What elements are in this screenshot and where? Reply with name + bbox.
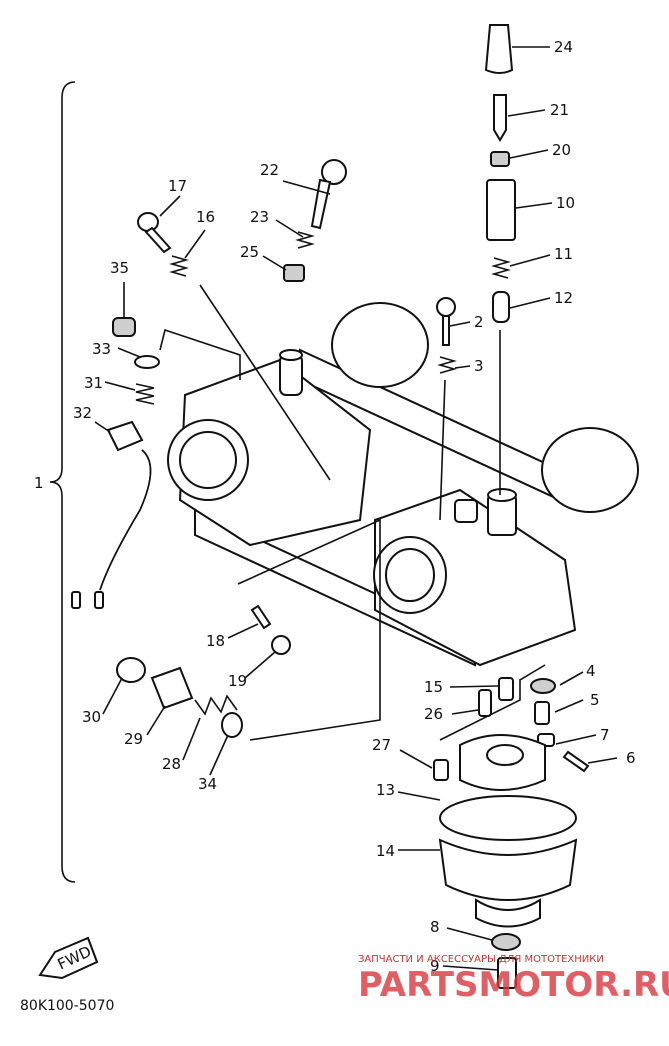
callout-5: 5	[590, 691, 600, 709]
fwd-arrow	[38, 936, 99, 980]
callout-32: 32	[73, 404, 92, 422]
callout-3: 3	[474, 357, 484, 375]
parts	[38, 24, 590, 989]
callout-18: 18	[206, 632, 225, 650]
sleeve-10	[486, 179, 516, 241]
watermark-logo: PARTSMOTOR.RU	[358, 965, 669, 1005]
callout-22: 22	[260, 161, 279, 179]
bowl-14	[438, 838, 578, 901]
callout-35: 35	[110, 259, 129, 277]
washer-8	[491, 933, 521, 951]
pin-6	[562, 750, 590, 773]
screw-22-head	[321, 159, 347, 185]
needle-21	[493, 94, 507, 142]
cap-24	[484, 24, 514, 74]
callout-12: 12	[554, 289, 573, 307]
callout-23: 23	[250, 208, 269, 226]
callout-1: 1	[34, 474, 44, 492]
callout-27: 27	[372, 736, 391, 754]
spring-16	[169, 255, 189, 277]
screw-4	[530, 678, 556, 694]
callout-31: 31	[84, 374, 103, 392]
callout-11: 11	[554, 245, 573, 263]
leader-lines	[94, 46, 618, 971]
screw-27	[433, 759, 449, 781]
callout-16: 16	[196, 208, 215, 226]
callout-4: 4	[586, 662, 596, 680]
callout-19: 19	[228, 672, 247, 690]
cap-35	[112, 317, 136, 337]
washer-33	[134, 355, 160, 369]
callout-21: 21	[550, 101, 569, 119]
callout-24: 24	[554, 38, 573, 56]
callout-20: 20	[552, 141, 571, 159]
screw-9	[497, 957, 517, 989]
callout-8: 8	[430, 918, 440, 936]
piece-29	[150, 666, 194, 710]
callout-34: 34	[198, 775, 217, 793]
carburetor-body	[167, 302, 639, 667]
spring-11	[491, 257, 511, 279]
callout-17: 17	[168, 177, 187, 195]
watermark-caption: ЗАПЧАСТИ И АКСЕССУАРЫ ДЛЯ МОТОТЕХНИКИ	[358, 954, 604, 965]
washer-34	[221, 712, 243, 738]
callout-26: 26	[424, 705, 443, 723]
callout-15: 15	[424, 678, 443, 696]
jet-26	[478, 689, 492, 717]
callout-labels: 24 21 20 10 11 12 2 3 22 23 25 17 16 35 …	[34, 38, 636, 975]
watermark: ЗАПЧАСТИ И АКСЕССУАРЫ ДЛЯ МОТОТЕХНИКИ PA…	[358, 954, 669, 1005]
callout-14: 14	[376, 842, 395, 860]
drawing-code: 80K100-5070	[20, 998, 114, 1014]
callout-9: 9	[430, 957, 440, 975]
nut-20	[490, 151, 510, 167]
pin-18	[250, 604, 272, 630]
fitting-32	[106, 420, 144, 452]
washer-19	[271, 635, 291, 655]
callout-33: 33	[92, 340, 111, 358]
callout-29: 29	[124, 730, 143, 748]
callout-25: 25	[240, 243, 259, 261]
screw-2-head	[436, 297, 456, 317]
spring-23	[295, 231, 315, 249]
spring-3	[437, 356, 457, 374]
callout-2: 2	[474, 313, 484, 331]
pin-12	[492, 291, 510, 323]
piece-30	[116, 657, 146, 683]
jet-15	[498, 677, 514, 701]
screw-5	[534, 701, 550, 725]
callout-10: 10	[556, 194, 575, 212]
callout-28: 28	[162, 755, 181, 773]
gasket-13	[439, 795, 577, 841]
assembly-bracket	[49, 81, 76, 883]
callout-7: 7	[600, 726, 610, 744]
spring-28	[194, 694, 238, 716]
nut-25	[283, 264, 305, 282]
screw-17	[137, 212, 159, 232]
callout-13: 13	[376, 781, 395, 799]
callout-6: 6	[626, 749, 636, 767]
callout-30: 30	[82, 708, 101, 726]
spring-31	[135, 383, 155, 405]
